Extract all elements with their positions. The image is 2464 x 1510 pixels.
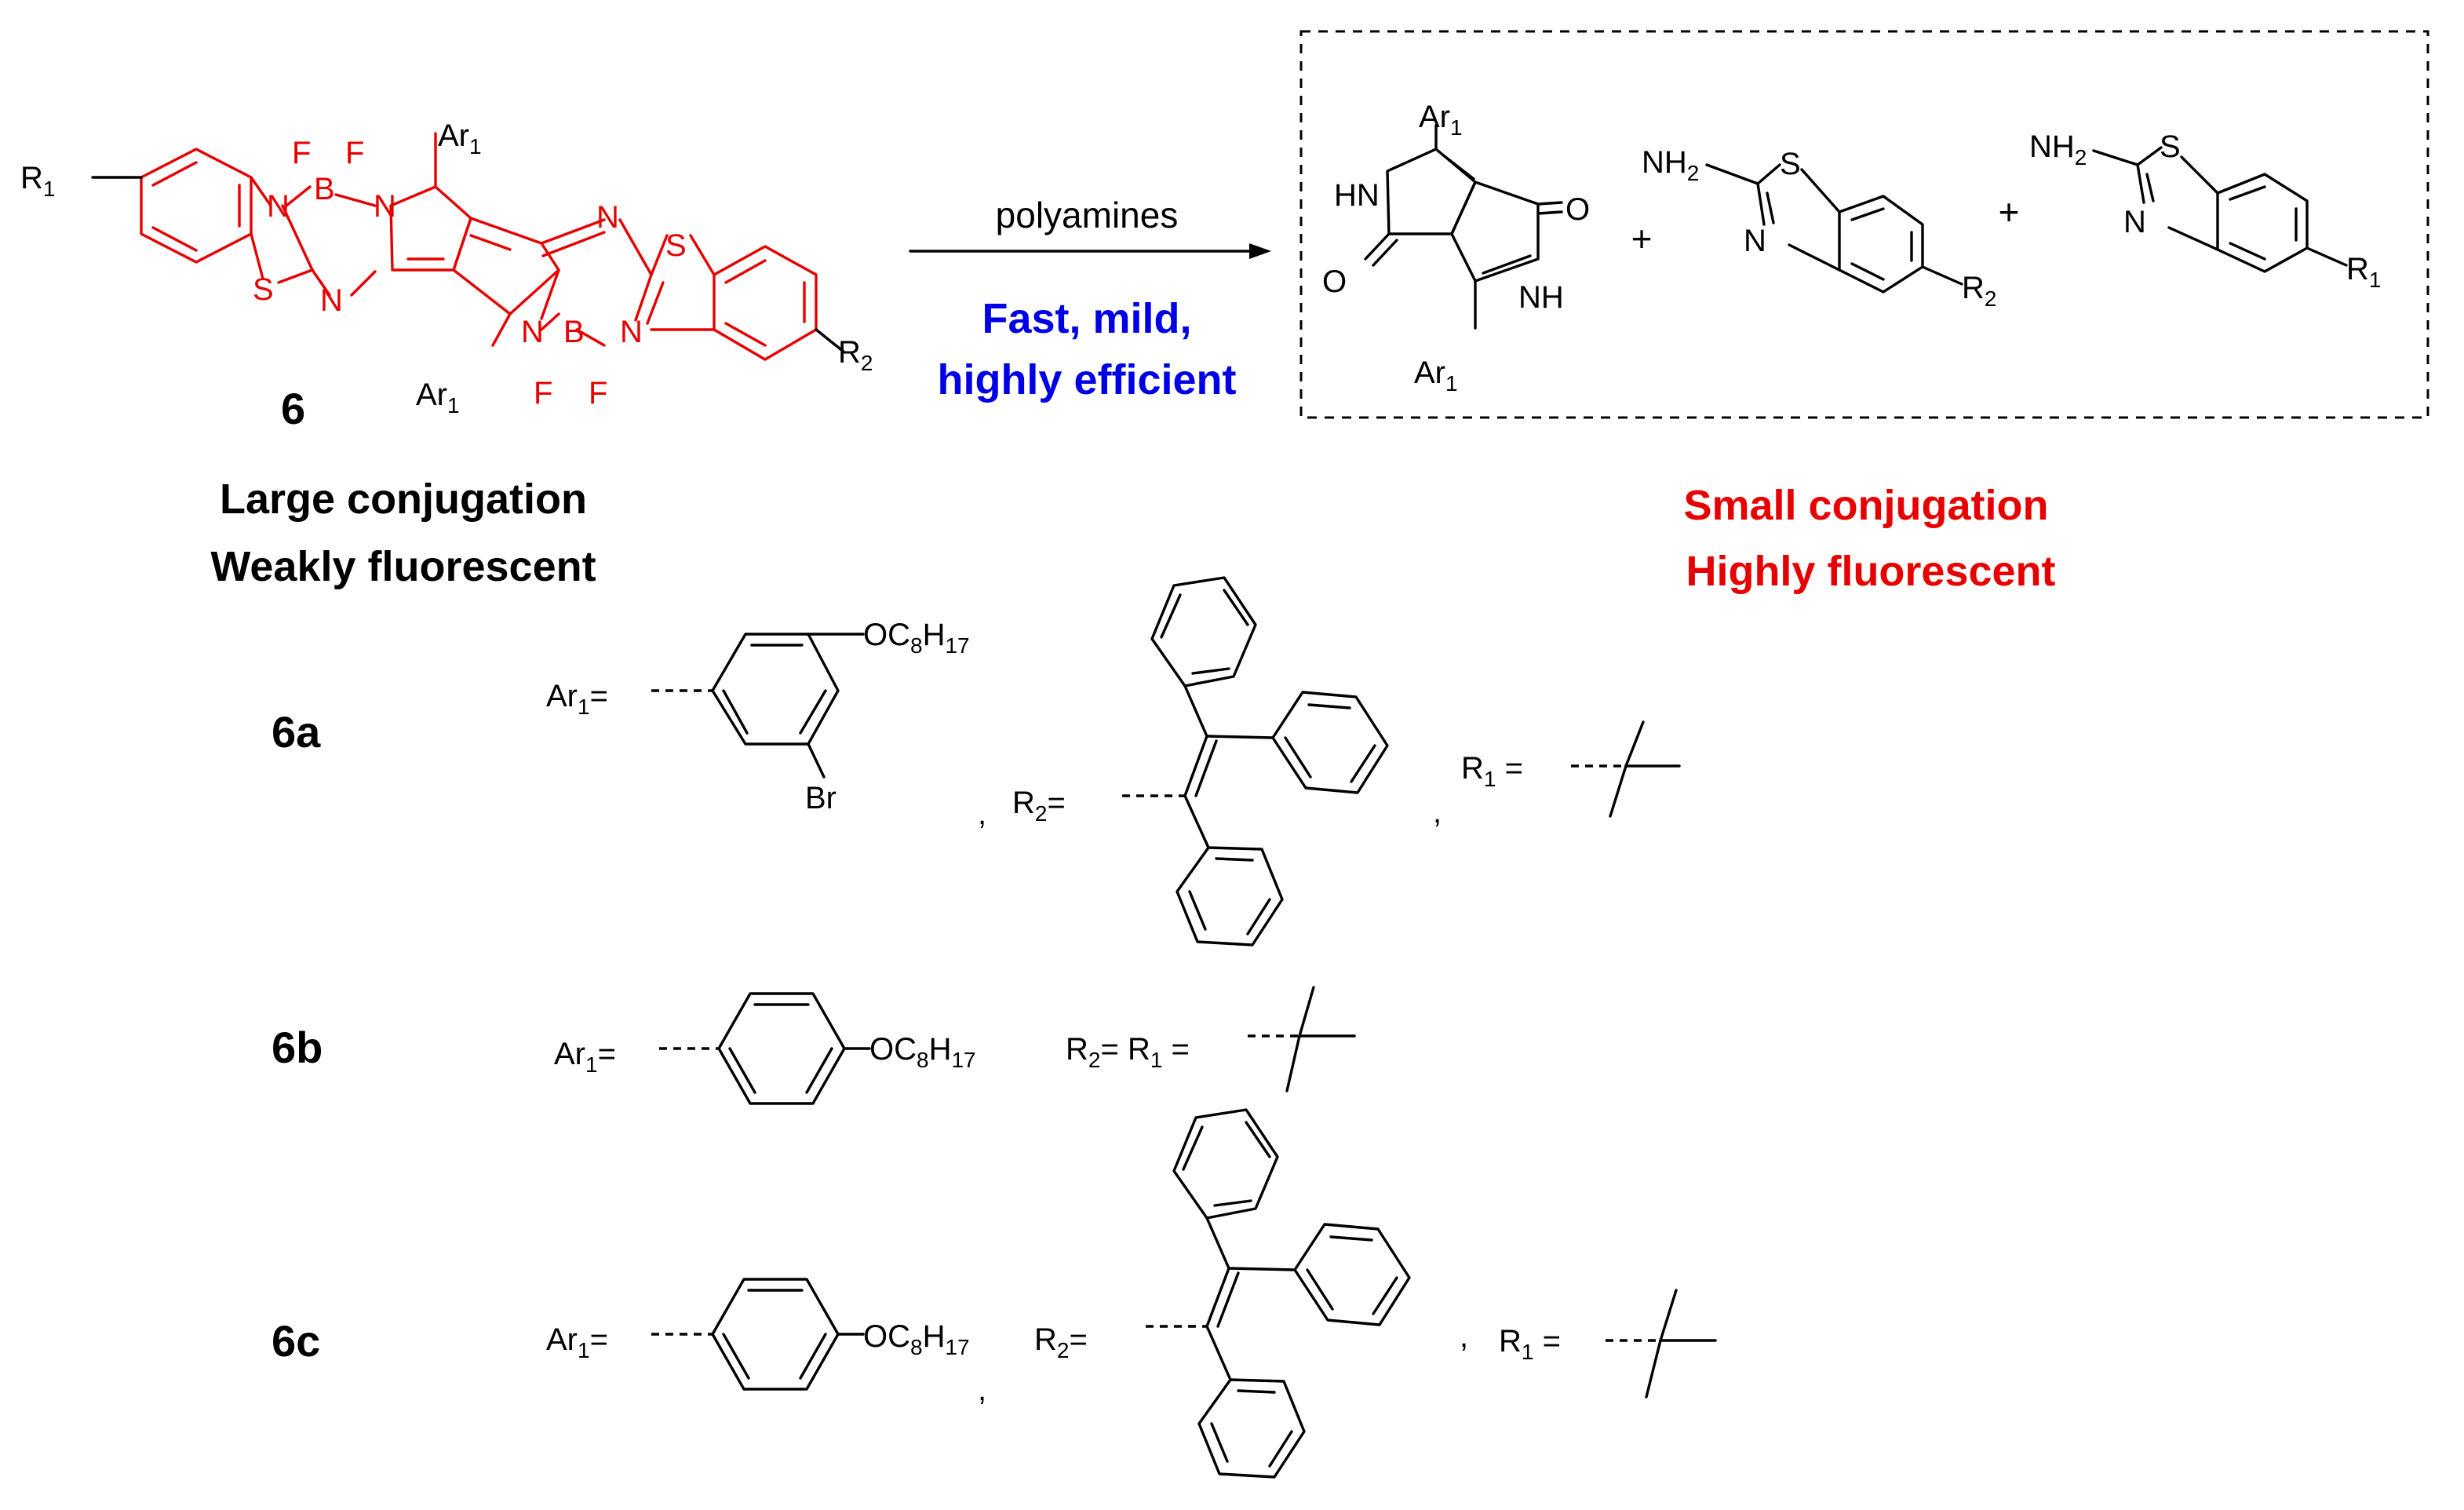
product-dpp-structure: Ar1 HN O O NH Ar1: [1322, 100, 1590, 396]
svg-text:N: N: [620, 315, 643, 349]
svg-text:Ar1: Ar1: [1414, 356, 1458, 396]
product-aminobenzothiazole-r2: NH2 S N R2: [1642, 145, 1996, 311]
compound-6c-label: 6c: [272, 1316, 320, 1366]
svg-text:B: B: [314, 172, 335, 206]
svg-text:N: N: [596, 200, 619, 235]
svg-text:,: ,: [978, 1373, 986, 1407]
svg-text:NH: NH: [1518, 280, 1564, 315]
svg-text:R1: R1: [2346, 252, 2381, 292]
svg-text:S: S: [1780, 147, 1801, 181]
plus-sign-1: +: [1631, 218, 1653, 259]
product-aminobenzothiazole-r1: NH2 S N R1: [2029, 129, 2381, 292]
reactant-6-structure: R1 N B F F N S N Ar1 N S N B F F N Ar1 R…: [20, 119, 873, 418]
svg-text:F: F: [534, 376, 552, 410]
svg-text:,: ,: [1433, 795, 1442, 830]
svg-text:Ar1=: Ar1=: [546, 679, 608, 719]
svg-text:,: ,: [978, 797, 986, 831]
products-box: [1299, 30, 2429, 419]
svg-text:OC8H17: OC8H17: [863, 618, 970, 658]
svg-text:N: N: [374, 189, 396, 224]
compound-6c-substituents: Ar1= OC8H17 , R2= , R1 =: [546, 1108, 1717, 1479]
compound-6b-label: 6b: [272, 1023, 323, 1072]
plus-sign-2: +: [1999, 191, 2020, 232]
svg-text:Ar1=: Ar1=: [546, 1322, 608, 1362]
svg-text:O: O: [1322, 264, 1347, 299]
svg-text:R2= R1 =: R2= R1 =: [1066, 1032, 1190, 1072]
svg-text:N: N: [2123, 205, 2146, 239]
svg-text:N: N: [521, 315, 544, 349]
svg-text:Ar1: Ar1: [1419, 100, 1463, 140]
svg-text:OC8H17: OC8H17: [869, 1032, 976, 1072]
svg-text:N: N: [1744, 224, 1766, 258]
svg-text:S: S: [253, 272, 274, 307]
compound-6b-substituents: Ar1= OC8H17 R2= R1 =: [554, 986, 1356, 1105]
svg-text:Ar1: Ar1: [416, 378, 460, 418]
reactant-caption-line2: Weakly fluorescent: [210, 543, 596, 590]
svg-text:R2: R2: [838, 335, 873, 375]
svg-text:R1 =: R1 =: [1499, 1324, 1561, 1364]
condition-line1: Fast, mild,: [982, 295, 1191, 342]
svg-text:NH2: NH2: [2029, 129, 2087, 170]
svg-text:,: ,: [1460, 1319, 1468, 1354]
svg-text:O: O: [1566, 192, 1590, 227]
svg-text:F: F: [292, 136, 311, 170]
svg-text:OC8H17: OC8H17: [863, 1319, 970, 1359]
compound-6a-label: 6a: [272, 707, 321, 757]
condition-line2: highly efficient: [937, 356, 1236, 403]
svg-text:Ar1=: Ar1=: [554, 1037, 616, 1077]
svg-text:Br: Br: [805, 781, 837, 815]
svg-text:R2=: R2=: [1012, 786, 1066, 826]
reactant-number: 6: [281, 384, 305, 433]
svg-text:F: F: [589, 376, 607, 410]
svg-text:F: F: [345, 136, 364, 170]
reactant-caption-line1: Large conjugation: [220, 476, 587, 523]
svg-text:R2=: R2=: [1034, 1322, 1088, 1362]
svg-text:HN: HN: [1334, 178, 1380, 213]
reaction-arrow: [909, 243, 1271, 259]
svg-text:R1 =: R1 =: [1461, 751, 1523, 791]
svg-text:R2: R2: [1962, 271, 1996, 311]
svg-text:Ar1: Ar1: [438, 119, 482, 159]
svg-text:S: S: [2160, 129, 2181, 164]
svg-text:B: B: [563, 315, 585, 349]
compound-6a-substituents: Ar1= OC8H17 Br , R2= , R1 =: [546, 576, 1681, 946]
svg-text:N: N: [320, 283, 343, 318]
svg-text:NH2: NH2: [1642, 145, 1699, 185]
svg-text:R1: R1: [20, 161, 55, 201]
products-caption-line2: Highly fluorescent: [1686, 548, 2055, 595]
reagent-label: polyamines: [996, 195, 1179, 235]
svg-text:S: S: [665, 228, 687, 263]
products-caption-line1: Small conjugation: [1683, 482, 2048, 529]
svg-text:N: N: [267, 189, 290, 224]
